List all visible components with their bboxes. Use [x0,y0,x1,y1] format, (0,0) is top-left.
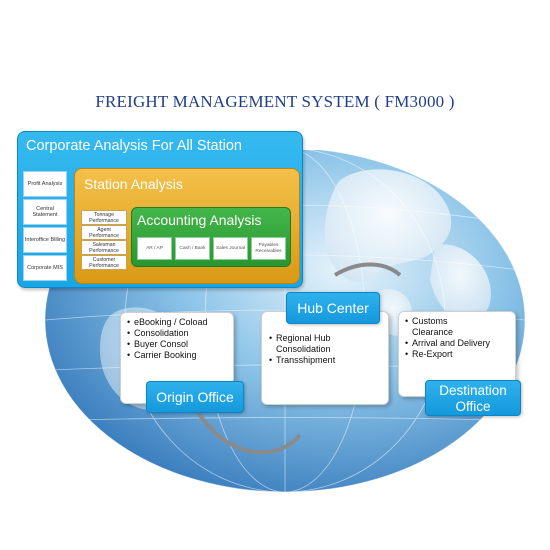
station-item: Tonnage Performance [81,210,127,225]
list-item: Transshipment [269,355,376,366]
corporate-analysis-panel: Corporate Analysis For All Station Profi… [17,131,303,288]
page-title: FREIGHT MANAGEMENT SYSTEM ( FM3000 ) [95,92,455,111]
list-item: Consolidation [127,328,208,339]
corporate-item: Corporate MIS [23,255,67,281]
corporate-analysis-title: Corporate Analysis For All Station [26,138,242,154]
list-item: Regional Hub Consolidation [269,333,376,355]
hub-center-card: Regional Hub Consolidation Transshipment [261,311,389,405]
hub-center-list: Regional Hub Consolidation Transshipment [269,333,376,366]
destination-label-line2: Office [455,399,491,414]
list-item: Carrier Booking [127,350,208,361]
corporate-item: Interoffice Billing [23,227,67,253]
list-item: Buyer Consol [127,339,208,350]
station-item: Customer Performance [81,255,127,270]
list-item: Customs Clearance [405,316,482,338]
accounting-item: Payables Receivables [251,237,286,260]
list-item: Arrival and Delivery [405,338,490,349]
list-item: Re-Export [405,349,490,360]
accounting-item: AR / AP [137,237,172,260]
hub-center-label: Hub Center [286,292,380,324]
destination-office-label: Destination Office [425,380,521,416]
accounting-item: Cash / Bank [175,237,210,260]
origin-office-list: eBooking / Coload Consolidation Buyer Co… [127,317,208,361]
station-item: Agent Performance [81,225,127,240]
station-analysis-panel: Station Analysis Tonnage Performance Age… [74,168,300,284]
list-item: eBooking / Coload [127,317,208,328]
destination-office-list: Customs Clearance Arrival and Delivery R… [405,316,490,360]
station-item: Salesman Performance [81,240,127,255]
destination-label-line1: Destination [439,383,507,398]
station-analysis-title: Station Analysis [84,176,183,192]
corporate-item: Central Statement [23,199,67,225]
corporate-item: Profit Analysis [23,171,67,197]
accounting-item: Sales Journal [213,237,248,260]
accounting-analysis-title: Accounting Analysis [137,212,262,228]
origin-office-label: Origin Office [146,381,244,413]
accounting-analysis-panel: Accounting Analysis AR / AP Cash / Bank … [131,207,291,267]
